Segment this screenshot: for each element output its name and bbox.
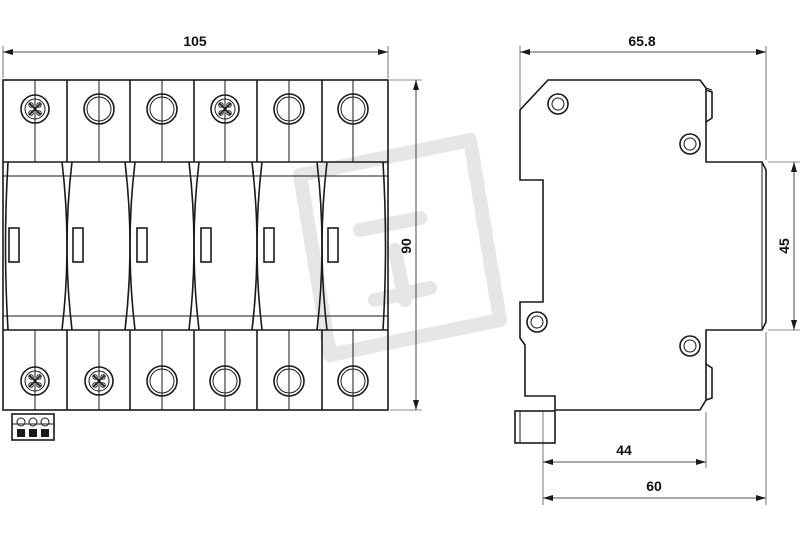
cartridge-row bbox=[4, 161, 387, 331]
dimension-rail-to-shoulder-label: 44 bbox=[616, 442, 632, 458]
signal-contact-block bbox=[11, 413, 55, 441]
din-rail-clip bbox=[514, 410, 556, 444]
cross-screw-icon bbox=[20, 366, 50, 396]
round-terminal-icon bbox=[146, 365, 178, 397]
front-view: 105 90 bbox=[2, 33, 422, 441]
round-terminal-icon bbox=[146, 93, 178, 125]
cross-screw-icon bbox=[210, 94, 240, 124]
dimension-depth-label: 65.8 bbox=[628, 33, 655, 49]
round-terminal-icon bbox=[209, 365, 241, 397]
dimension-rail-to-front-label: 60 bbox=[646, 478, 662, 494]
side-screw-icon bbox=[679, 335, 701, 357]
bottom-terminals bbox=[20, 365, 369, 397]
contact-screw-icon bbox=[28, 417, 38, 437]
dimension-height-label: 90 bbox=[398, 238, 414, 254]
cross-screw-icon bbox=[84, 366, 114, 396]
side-screw-icon bbox=[526, 311, 548, 333]
dimension-rail-to-shoulder: 44 bbox=[542, 412, 707, 505]
dimension-depth: 65.8 bbox=[519, 33, 767, 160]
side-view: 65.8 45 44 60 bbox=[514, 33, 800, 505]
top-terminals bbox=[20, 93, 369, 125]
module-dividers bbox=[66, 80, 323, 410]
front-body-outline bbox=[2, 79, 389, 411]
round-terminal-icon bbox=[83, 93, 115, 125]
dimension-width: 105 bbox=[2, 33, 389, 78]
round-terminal-icon bbox=[337, 93, 369, 125]
dimension-rail-to-front: 60 bbox=[543, 332, 767, 505]
contact-screw-icon bbox=[16, 417, 26, 437]
round-terminal-icon bbox=[273, 93, 305, 125]
round-terminal-icon bbox=[337, 365, 369, 397]
dimension-front-face-label: 45 bbox=[776, 238, 792, 254]
side-screw-icon bbox=[547, 93, 569, 115]
cartridge-windows bbox=[8, 227, 339, 263]
side-body-outline bbox=[519, 79, 767, 411]
cross-screw-icon bbox=[20, 94, 50, 124]
dimension-front-face: 45 bbox=[768, 161, 800, 331]
round-terminal-icon bbox=[273, 365, 305, 397]
side-screw-icon bbox=[679, 133, 701, 155]
contact-screw-icon bbox=[40, 417, 50, 437]
dimension-height: 90 bbox=[390, 79, 422, 411]
dimension-width-label: 105 bbox=[183, 33, 207, 49]
